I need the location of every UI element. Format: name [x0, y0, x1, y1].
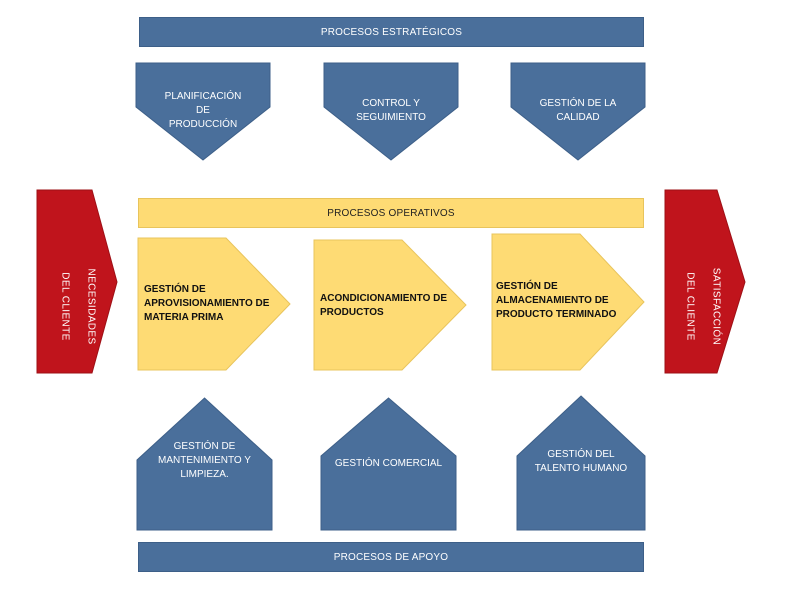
operative-processes-bar: PROCESOS OPERATIVOS [138, 198, 644, 228]
right-arrow-shape [664, 189, 746, 374]
support-process-talento: GESTIÓN DEL TALENTO HUMANO [516, 395, 646, 531]
down-pentagon-shape [135, 62, 271, 161]
operative-process-aprovisionamiento: GESTIÓN DE APROVISIONAMIENTO DE MATERIA … [137, 237, 291, 371]
right-arrow-shape [36, 189, 118, 374]
support-processes-title: PROCESOS DE APOYO [333, 551, 449, 563]
support-processes-bar: PROCESOS DE APOYO [138, 542, 644, 572]
support-process-label: GESTIÓN DE MANTENIMIENTO Y LIMPIEZA. [158, 441, 251, 480]
strategic-process-control: CONTROL Y SEGUIMIENTO [323, 62, 459, 161]
strategic-process-label: PLANIFICACIÓN DE PRODUCCIÓN [164, 91, 242, 130]
right-pentagon-shape [491, 233, 645, 371]
up-pentagon-shape [516, 395, 646, 531]
operative-processes-title: PROCESOS OPERATIVOS [327, 207, 455, 219]
strategic-process-planificacion: PLANIFICACIÓN DE PRODUCCIÓN [135, 62, 271, 161]
support-process-mantenimiento: GESTIÓN DE MANTENIMIENTO Y LIMPIEZA. [136, 397, 273, 531]
customer-satisfaction-label: SATISFACCIÓN DEL CLIENTE [684, 267, 722, 346]
operative-process-almacenamiento: GESTIÓN DE ALMACENAMIENTO DE PRODUCTO TE… [491, 233, 645, 371]
right-pentagon-shape [313, 239, 467, 371]
strategic-processes-title: PROCESOS ESTRATÉGICOS [320, 26, 463, 38]
operative-process-acondicionamiento: ACONDICIONAMIENTO DE PRODUCTOS [313, 239, 467, 371]
down-pentagon-shape [323, 62, 459, 161]
operative-process-label: GESTIÓN DE APROVISIONAMIENTO DE MATERIA … [144, 284, 270, 323]
strategic-process-label: CONTROL Y SEGUIMIENTO [356, 98, 426, 123]
up-pentagon-shape [320, 397, 457, 531]
right-pentagon-shape [137, 237, 291, 371]
customer-satisfaction-arrow: SATISFACCIÓN DEL CLIENTE [664, 189, 746, 374]
strategic-processes-bar: PROCESOS ESTRATÉGICOS [139, 17, 644, 47]
down-pentagon-shape [510, 62, 646, 161]
support-process-label: GESTIÓN DEL TALENTO HUMANO [534, 449, 628, 474]
customer-needs-label: NECESIDADES DEL CLIENTE [59, 268, 97, 345]
strategic-process-calidad: GESTIÓN DE LA CALIDAD [510, 62, 646, 161]
operative-process-label: GESTIÓN DE ALMACENAMIENTO DE PRODUCTO TE… [496, 281, 617, 320]
up-pentagon-shape [136, 397, 273, 531]
support-process-label: GESTIÓN COMERCIAL [334, 458, 443, 469]
support-process-comercial: GESTIÓN COMERCIAL [320, 397, 457, 531]
operative-process-label: ACONDICIONAMIENTO DE PRODUCTOS [320, 293, 448, 318]
strategic-process-label: GESTIÓN DE LA CALIDAD [539, 98, 617, 123]
customer-needs-arrow: NECESIDADES DEL CLIENTE [36, 189, 118, 374]
